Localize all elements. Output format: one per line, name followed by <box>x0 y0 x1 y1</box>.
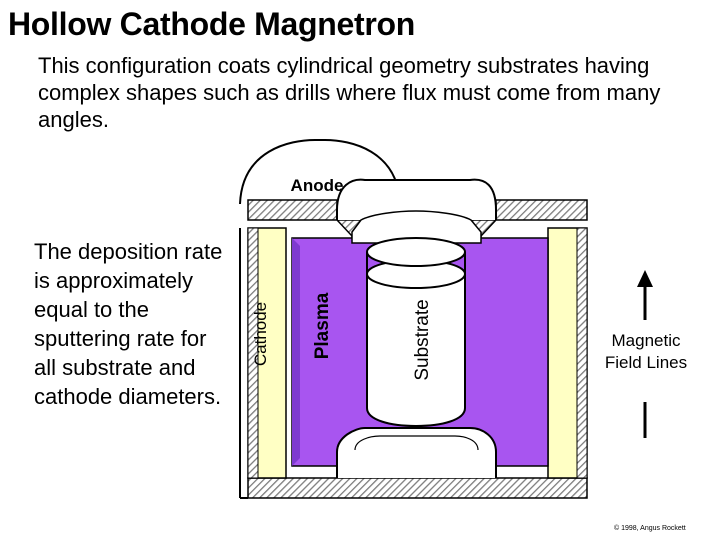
plasma-label: Plasma <box>312 292 333 359</box>
plasma-shade <box>292 238 300 466</box>
slide-title: Hollow Cathode Magnetron <box>8 6 416 42</box>
substrate-top-cap <box>366 237 466 267</box>
bottom-bell-inner <box>354 435 479 451</box>
anode-wall-left <box>247 227 259 479</box>
substrate-label: Substrate <box>412 299 433 380</box>
magnetic-field-arrow-head <box>637 270 653 287</box>
plasma-top-cap <box>351 210 482 244</box>
deposition-note: The deposition rate is approximately equ… <box>34 239 223 409</box>
anode-label: Anode <box>291 176 344 195</box>
substrate-cylinder <box>366 273 466 428</box>
anode-wall-right <box>576 227 588 479</box>
bottom-bell <box>336 427 497 478</box>
bottom-anode-plate <box>247 477 588 499</box>
magnetic-field-label: Magnetic Field Lines <box>604 331 688 372</box>
cathode-label: Cathode <box>251 302 270 366</box>
copyright-notice: © 1998, Angus Rockett <box>614 525 686 532</box>
top-bell <box>336 178 497 220</box>
slide-subtitle: This configuration coats cylindrical geo… <box>38 53 661 132</box>
